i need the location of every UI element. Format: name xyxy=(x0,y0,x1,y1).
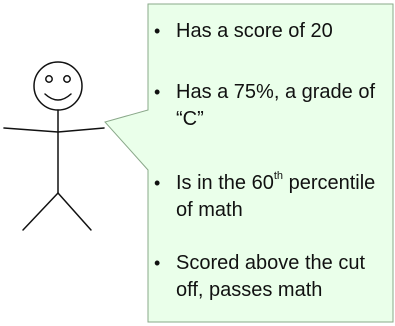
head xyxy=(33,61,83,111)
bullet-icon: • xyxy=(154,173,161,193)
bubble-item-text: Has a score of 20 xyxy=(176,20,333,42)
bubble-item-text: Scored above the cut off, passes math xyxy=(176,252,366,301)
left-eye xyxy=(45,75,53,83)
bubble-item-percentile: • Is in the 60th percentile of math xyxy=(150,170,393,224)
bubble-item-text-after: percentile of math xyxy=(176,172,376,221)
bullet-icon: • xyxy=(154,82,161,102)
bubble-item-cutoff: • Scored above the cut off, passes math xyxy=(150,250,393,304)
bubble-item-grade: • Has a 75%, a grade of “C” xyxy=(150,79,393,133)
mouth xyxy=(44,93,72,101)
bubble-item-superscript: th xyxy=(273,170,284,183)
bubble-item-score: • Has a score of 20 xyxy=(150,18,393,45)
right-eye xyxy=(63,75,71,83)
stick-figure-icon xyxy=(3,61,105,231)
bubble-item-text-before: Is in the 60 xyxy=(176,172,274,194)
bullet-icon: • xyxy=(154,253,161,273)
right-leg xyxy=(57,192,92,231)
speech-bubble xyxy=(104,3,394,323)
left-arm xyxy=(3,127,59,133)
bubble-list: • Has a score of 20 • Has a 75%, a grade… xyxy=(150,4,393,322)
bubble-item-text: Has a 75%, a grade of “C” xyxy=(176,81,376,130)
bullet-icon: • xyxy=(154,21,161,41)
left-leg xyxy=(22,192,59,231)
right-arm xyxy=(57,127,105,133)
